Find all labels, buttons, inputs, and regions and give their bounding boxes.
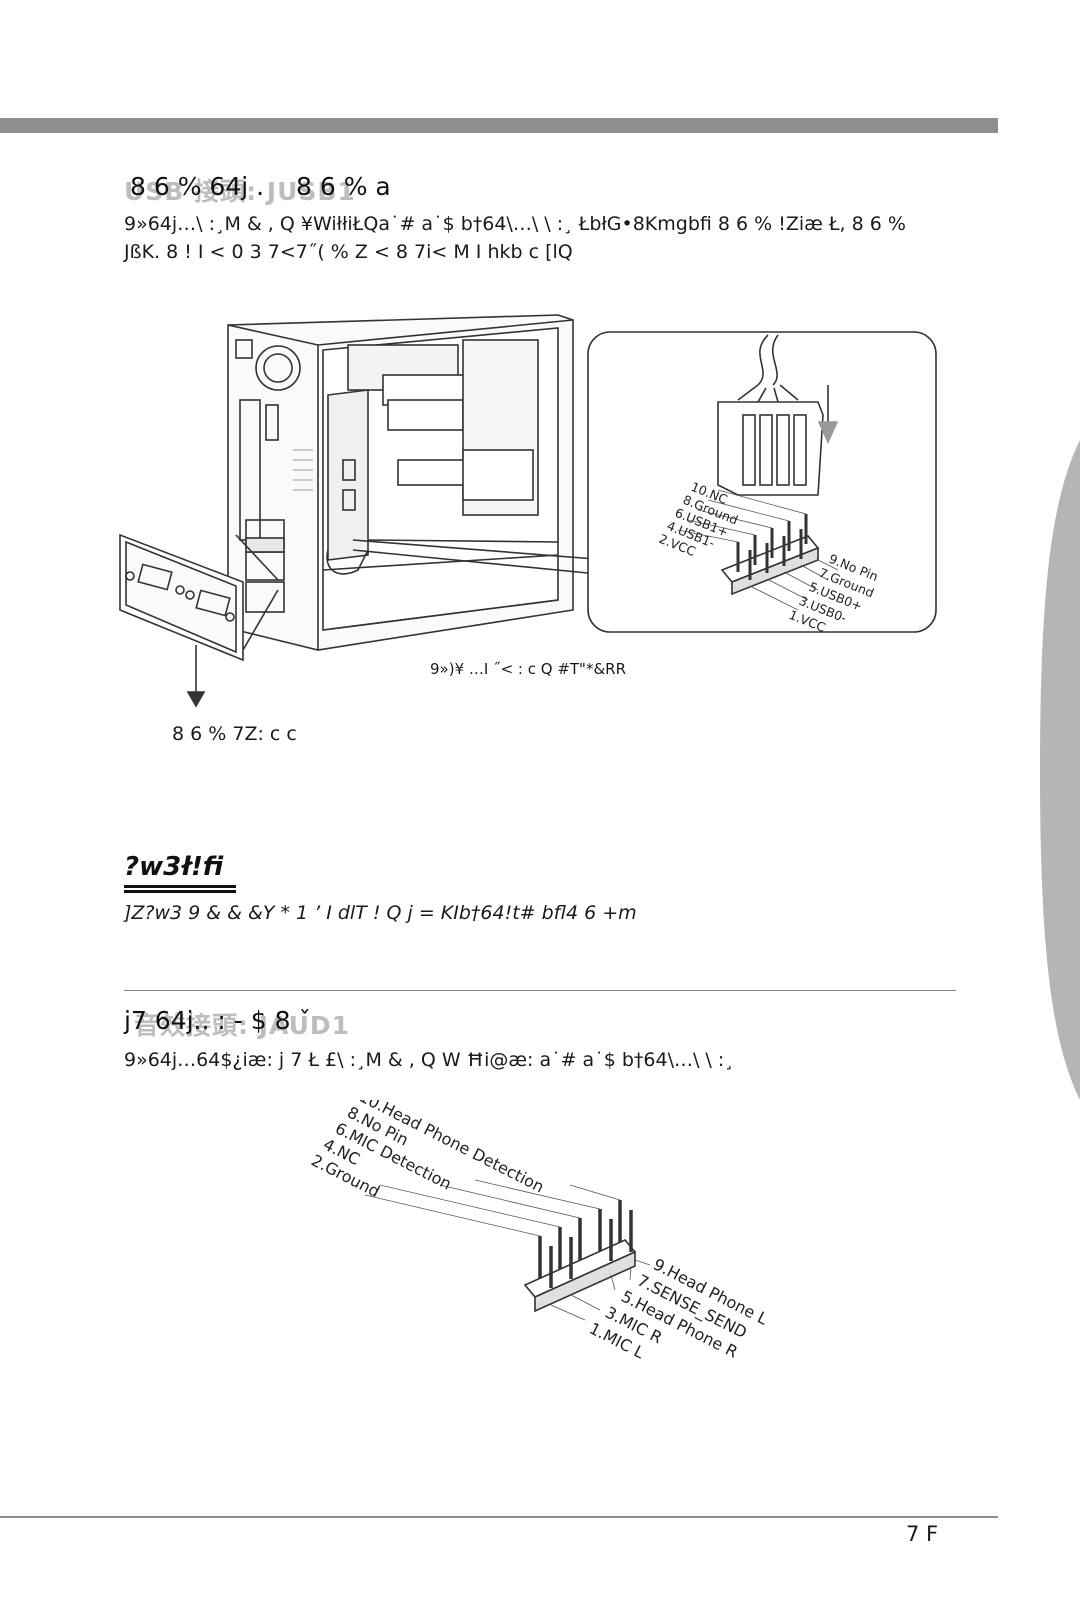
usb-connection-illustration: 10.NC 8.Ground 6.USB1+ 4.USB1- 2.VCC 9.N… <box>119 314 937 708</box>
note-underline <box>124 890 236 893</box>
note-title: ?w3ł!ﬁ <box>124 852 224 882</box>
audio-pin-labels-left: 10.Head Phone Detection 8.No Pin 6.MIC D… <box>308 1100 547 1201</box>
usb-section-title: USB 接頭: JUSB1 8 6 % 64j . 8 6 % a <box>124 172 391 206</box>
note-underline <box>124 885 236 888</box>
section-divider <box>124 990 956 991</box>
usb-pin-header-icon <box>677 489 839 611</box>
usb-title-main: 8 6 % 64j . <box>130 172 273 201</box>
audio-title-main: j7 64j.. : - $ 8 ˇ <box>124 1006 311 1035</box>
page-number: 7 F <box>906 1522 939 1546</box>
note-text: ]Z?w3 9 & & &Y * 1 ’ I dlT ! Q j = KIb†6… <box>124 902 637 924</box>
usb-title-tail: 8 6 % a <box>296 172 391 201</box>
audio-header-illustration: 10.Head Phone Detection 8.No Pin 6.MIC D… <box>308 1100 771 1362</box>
audio-section-title: 音效接頭: JAUD1 j7 64j.. : - $ 8 ˇ <box>124 1006 349 1040</box>
front-usb-bracket <box>119 533 244 662</box>
usb-paragraph-line-1: 9»64j…\ :¸M & , Q ¥WiłłiŁQa˙# a˙$ b†64\…… <box>124 213 906 235</box>
usb-front-caption: 8 6 % 7Z: c c <box>172 723 297 745</box>
audio-title-ghost: 音效接頭: JAUD1 <box>134 1011 351 1040</box>
usb-bracket-caption: 9»)¥ …I ˝< : c Q #T"*&RR <box>430 660 626 678</box>
side-chapter-label: P—mc …8 <box>981 730 1022 927</box>
header-bar <box>0 118 998 133</box>
footer-rule <box>0 1516 998 1518</box>
usb-paragraph-line-2: JßK. 8 ! I < 0 3 7<7˝( % Z < 8 7i< M I h… <box>124 241 573 263</box>
pc-case-icon <box>227 314 574 651</box>
side-chapter-tab <box>1040 440 1080 1100</box>
usb-plug-icon <box>717 334 824 496</box>
usb-title-ghost: USB 接頭: JUSB1 <box>124 177 356 206</box>
audio-paragraph: 9»64j…64$¿iæ: j 7 Ł £\ :¸M & , Q W Ħi@æ:… <box>124 1049 734 1071</box>
audio-pin-header-icon <box>364 1179 651 1321</box>
